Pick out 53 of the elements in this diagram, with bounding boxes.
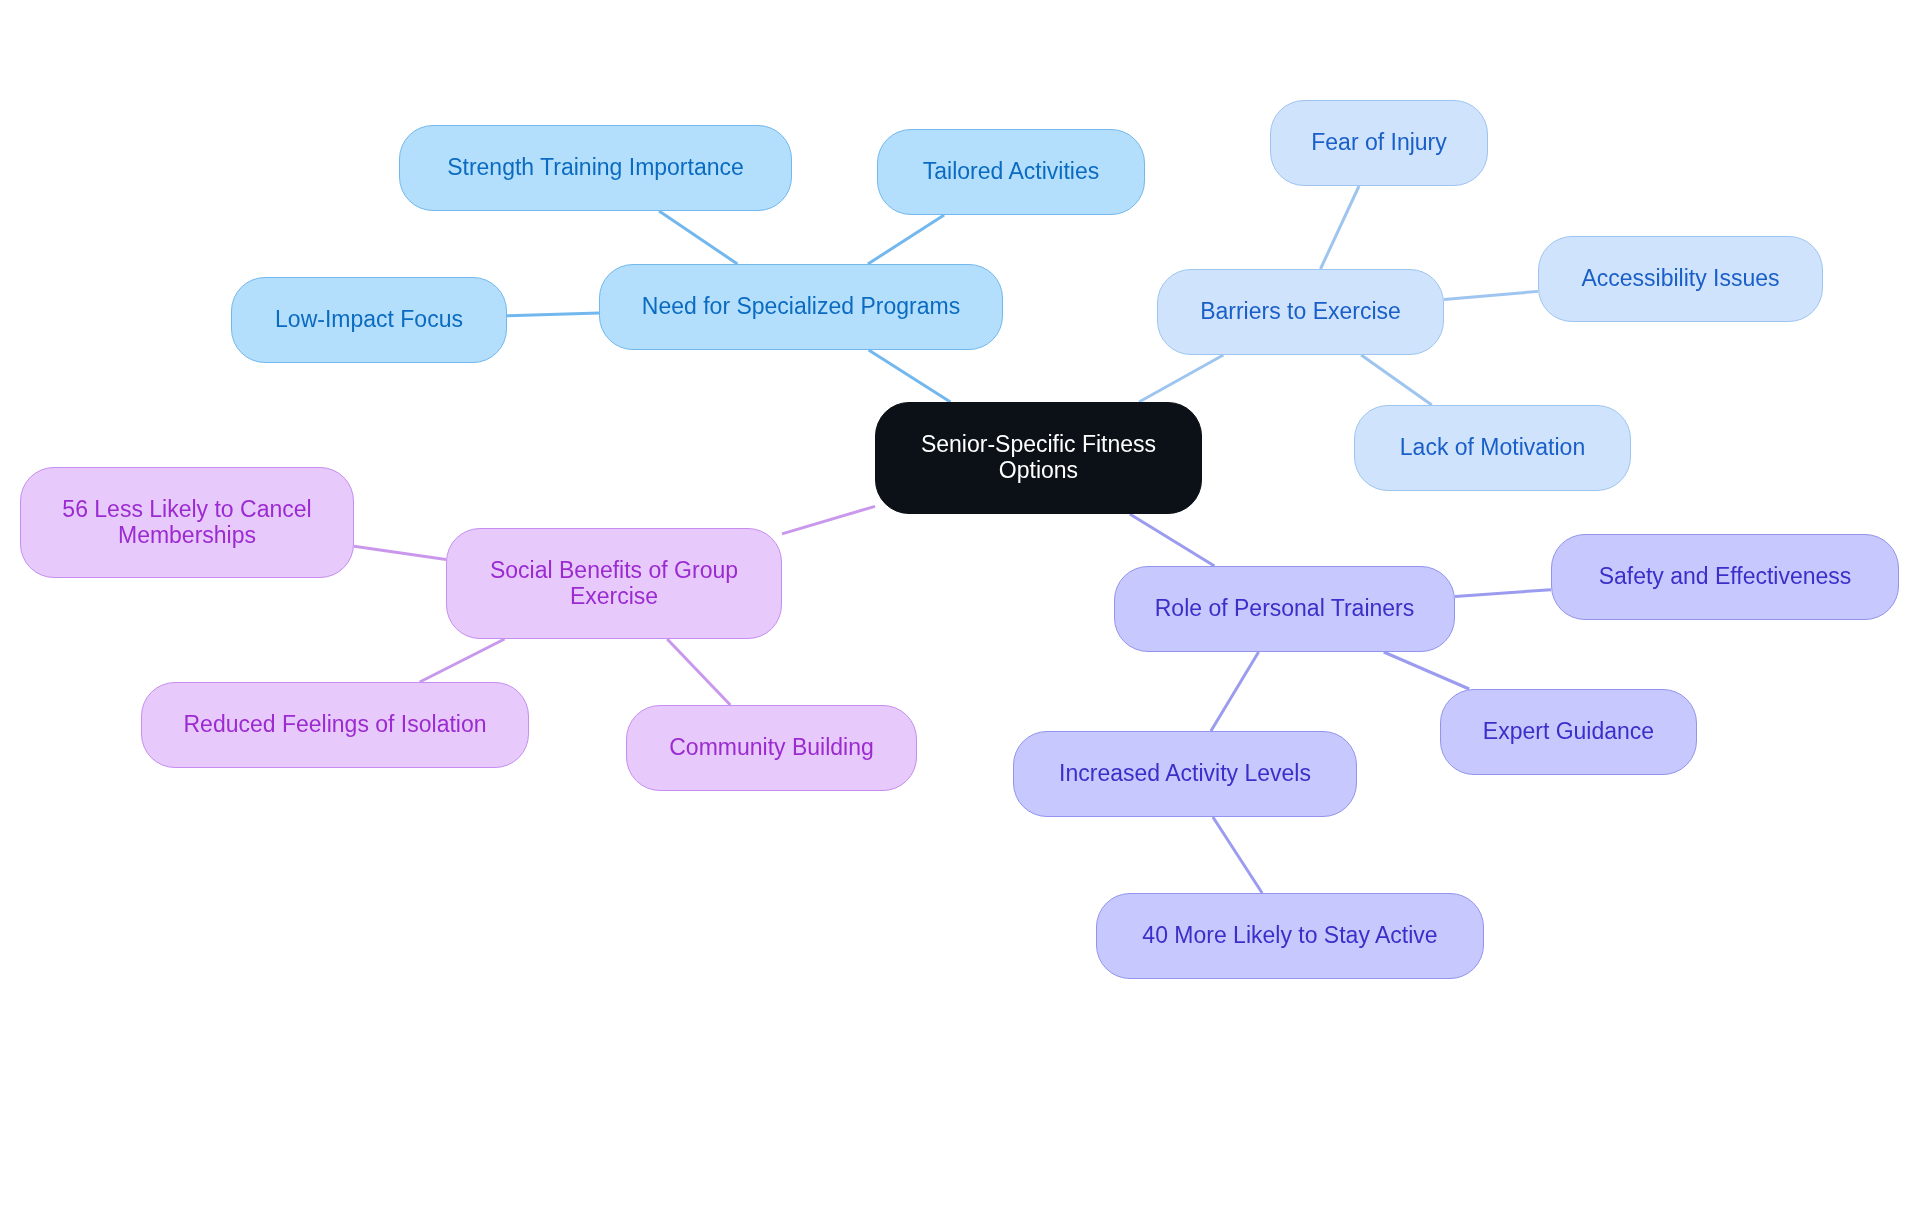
node-label: Lack of Motivation bbox=[1399, 435, 1586, 461]
node-label: Social Benefits of Group Exercise bbox=[489, 557, 739, 610]
topic-node bbox=[1551, 534, 1899, 620]
topic-node bbox=[877, 129, 1145, 215]
node-label: Strength Training Importance bbox=[447, 155, 744, 181]
topic-node bbox=[1013, 731, 1357, 817]
topic-node bbox=[1538, 236, 1823, 322]
connector-line bbox=[867, 213, 945, 266]
topic-node bbox=[20, 467, 354, 578]
node-label: Safety and Effectiveness bbox=[1598, 564, 1852, 590]
topic-node bbox=[1157, 269, 1444, 355]
connector-line bbox=[1211, 816, 1264, 894]
node-label: Barriers to Exercise bbox=[1200, 299, 1401, 325]
topic-node bbox=[141, 682, 529, 768]
node-label: Senior-Specific Fitness Options bbox=[919, 432, 1158, 484]
node-label: Role of Personal Trainers bbox=[1154, 596, 1415, 622]
node-label: 56 Less Likely to Cancel Memberships bbox=[61, 496, 313, 549]
topic-node bbox=[1114, 566, 1455, 652]
connector-line bbox=[1454, 588, 1552, 599]
node-label: Expert Guidance bbox=[1482, 719, 1655, 745]
connector-line bbox=[1383, 650, 1470, 691]
connector-line bbox=[1209, 651, 1260, 732]
connector-line bbox=[1360, 353, 1433, 407]
topic-node bbox=[399, 125, 792, 211]
node-label: 40 More Likely to Stay Active bbox=[1142, 923, 1438, 949]
topic-node bbox=[446, 528, 782, 639]
topic-node bbox=[1354, 405, 1631, 491]
topic-node bbox=[1096, 893, 1484, 979]
node-label: Fear of Injury bbox=[1311, 130, 1447, 156]
connector-line bbox=[1138, 353, 1225, 404]
topic-node bbox=[599, 264, 1003, 350]
connector-line bbox=[658, 209, 739, 266]
connector-line bbox=[666, 637, 732, 707]
node-label: Need for Specialized Programs bbox=[641, 294, 961, 320]
node-label: Low-Impact Focus bbox=[275, 307, 463, 333]
node-label: Increased Activity Levels bbox=[1059, 761, 1311, 787]
connector-line bbox=[867, 348, 952, 404]
connector-line bbox=[353, 544, 447, 561]
connector-line bbox=[1128, 512, 1216, 568]
connector-line bbox=[1443, 289, 1539, 302]
central-topic-node bbox=[875, 402, 1202, 514]
connector-line bbox=[419, 637, 506, 684]
topic-node bbox=[231, 277, 507, 363]
topic-node bbox=[1440, 689, 1697, 775]
node-label: Tailored Activities bbox=[922, 159, 1100, 185]
connector-line bbox=[781, 504, 876, 536]
topic-node bbox=[626, 705, 917, 791]
node-label: Accessibility Issues bbox=[1581, 266, 1780, 292]
node-label: Community Building bbox=[669, 735, 874, 761]
connector-line bbox=[506, 311, 600, 318]
connector-line bbox=[1319, 185, 1361, 270]
topic-node bbox=[1270, 100, 1488, 186]
node-label: Reduced Feelings of Isolation bbox=[183, 712, 487, 738]
